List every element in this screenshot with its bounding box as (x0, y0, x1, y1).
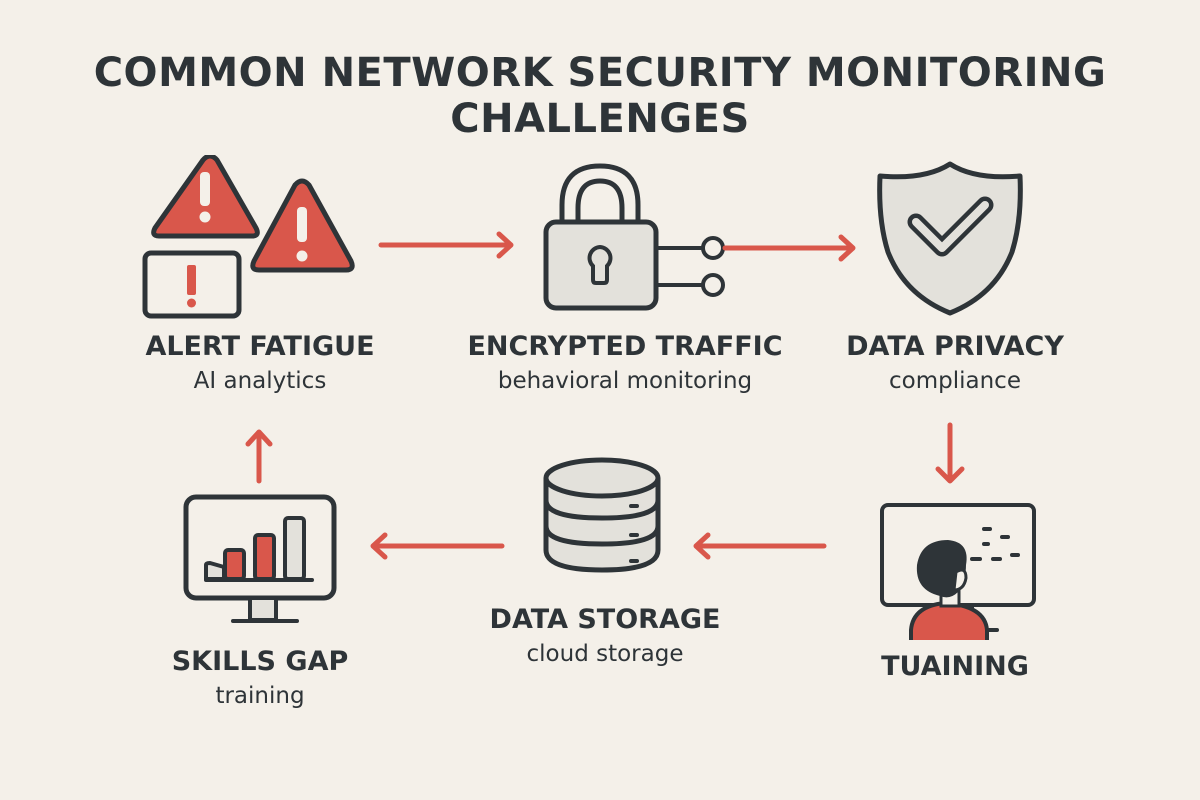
arrow-left-icon (370, 532, 505, 560)
node-title: ENCRYPTED TRAFFIC (467, 331, 783, 362)
arrow-right-icon (378, 231, 514, 259)
title-line-1: COMMON NETWORK SECURITY MONITORING (93, 50, 1107, 96)
node-training: TUAINING (840, 650, 1070, 684)
node-title: ALERT FATIGUE (145, 331, 375, 362)
title-line-2: CHALLENGES (450, 96, 750, 142)
node-subtitle: cloud storage (526, 641, 684, 667)
node-subtitle: compliance (889, 368, 1021, 394)
node-title: DATA STORAGE (489, 604, 721, 635)
shield-check-icon (877, 161, 1023, 316)
monitor-bar-chart-icon (183, 494, 337, 623)
arrow-down-icon (935, 422, 965, 484)
node-subtitle: behavioral monitoring (497, 368, 753, 394)
node-data-storage: DATA STORAGE cloud storage (460, 603, 750, 671)
padlock-network-icon (543, 163, 725, 311)
database-icon (543, 457, 661, 573)
arrow-left-icon (693, 532, 827, 560)
node-subtitle: training (215, 683, 305, 709)
arrow-right-icon (722, 234, 856, 262)
node-data-privacy: DATA PRIVACY compliance (820, 330, 1090, 398)
diagram-title: COMMON NETWORK SECURITY MONITORING CHALL… (0, 50, 1200, 142)
node-encrypted-traffic: ENCRYPTED TRAFFIC behavioral monitoring (450, 330, 800, 398)
node-subtitle: AI analytics (193, 368, 327, 394)
node-title: SKILLS GAP (171, 646, 349, 677)
node-title: DATA PRIVACY (846, 331, 1064, 362)
node-alert-fatigue: ALERT FATIGUE AI analytics (110, 330, 410, 398)
arrow-up-icon (245, 429, 273, 484)
node-skills-gap: SKILLS GAP training (130, 645, 390, 713)
warning-triangles-icon (142, 155, 355, 319)
node-title: TUAINING (881, 651, 1029, 682)
person-at-monitor-icon (880, 503, 1036, 640)
